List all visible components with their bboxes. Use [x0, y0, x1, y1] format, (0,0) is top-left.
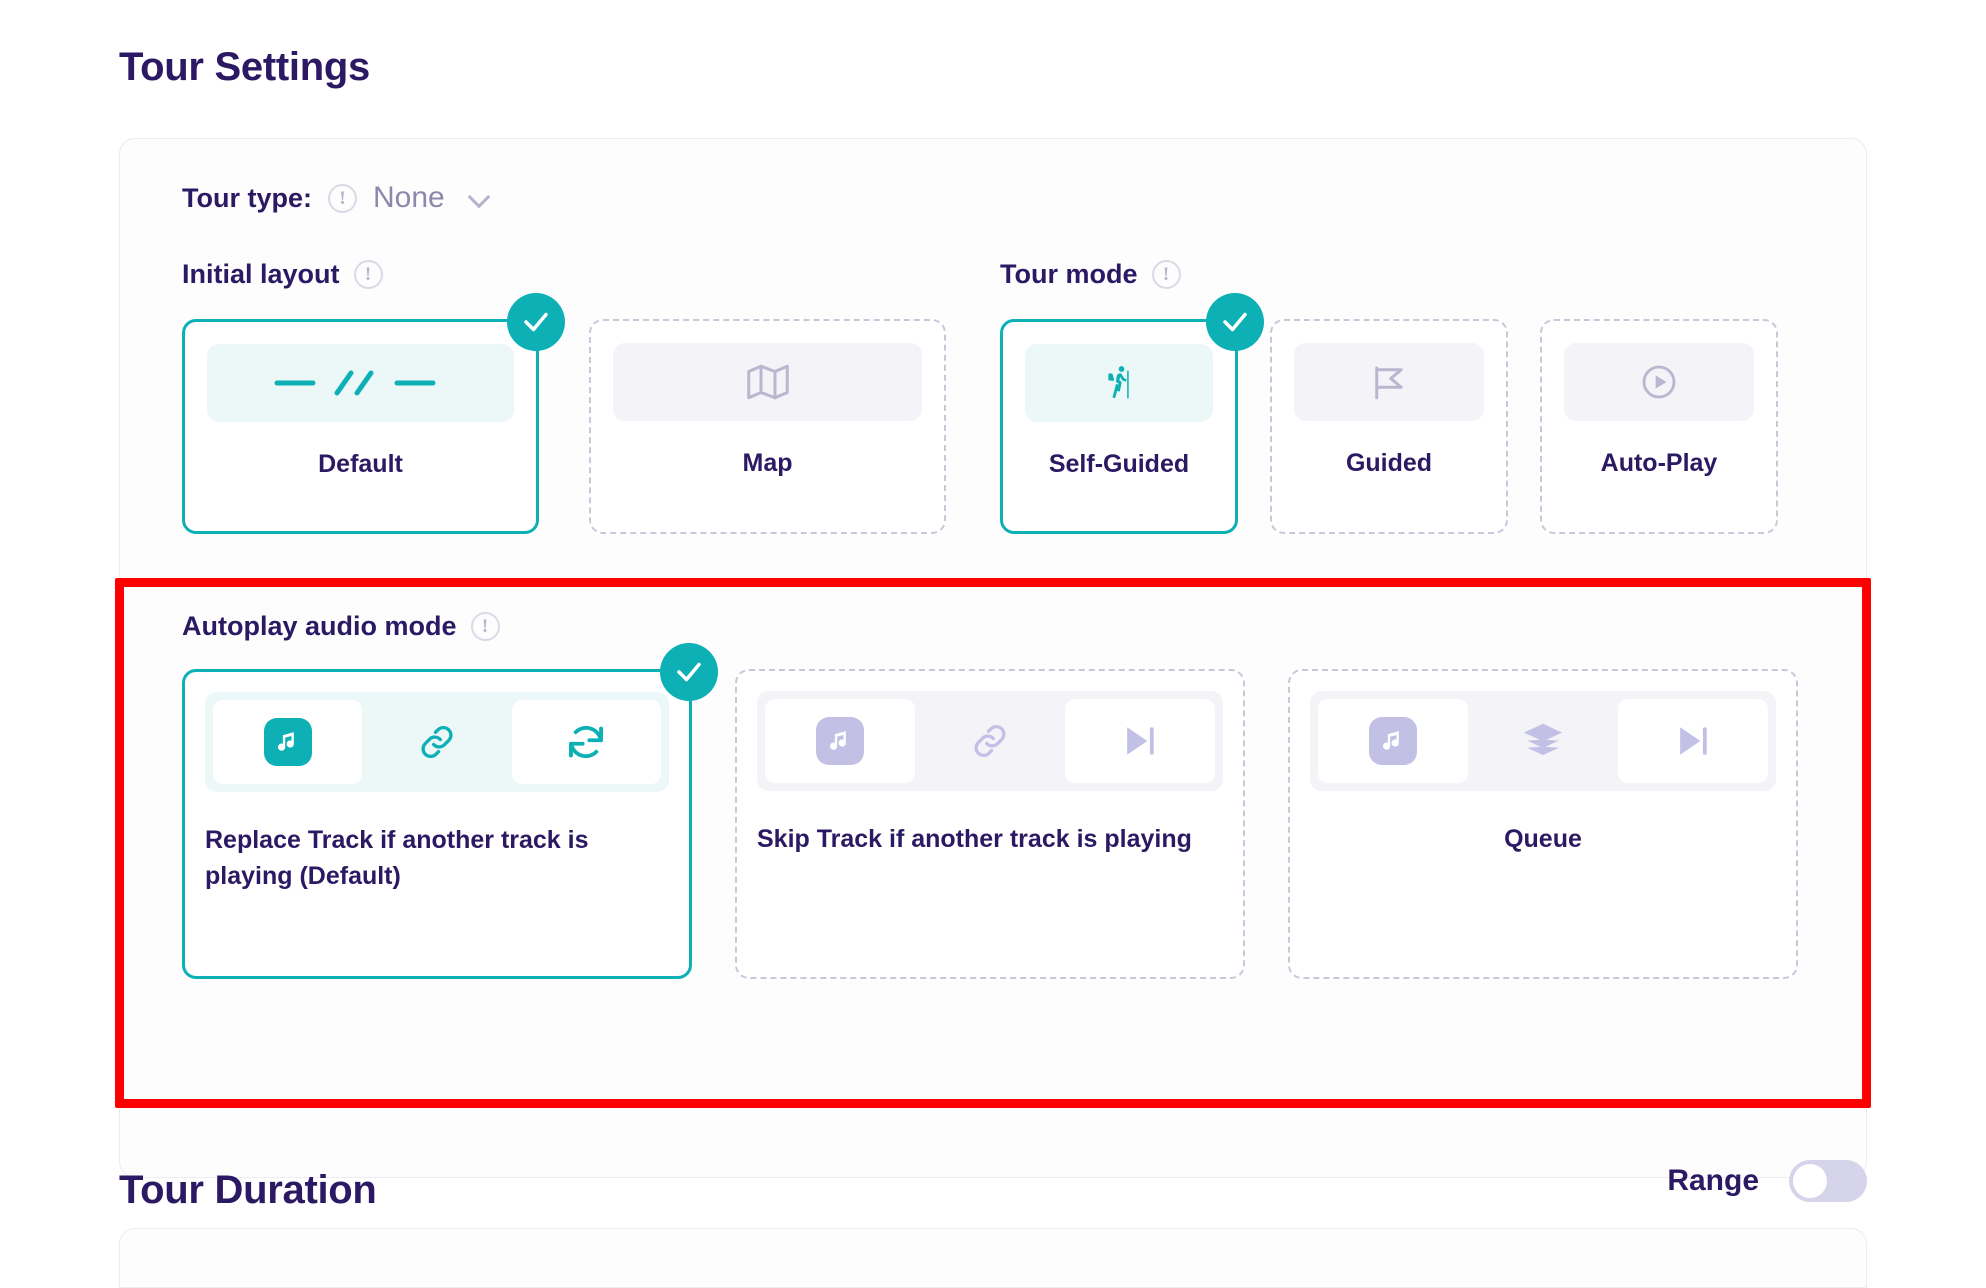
- refresh-icon: [511, 700, 661, 784]
- tour-mode-option-self-guided[interactable]: Self-Guided: [1000, 293, 1264, 534]
- info-icon[interactable]: !: [470, 612, 500, 641]
- layout-option-label: Default: [318, 450, 403, 478]
- range-toggle[interactable]: [1789, 1160, 1867, 1202]
- info-icon[interactable]: !: [328, 183, 357, 213]
- audio-icon-strip: [1310, 691, 1776, 791]
- tour-mode-option-label: Self-Guided: [1048, 450, 1190, 478]
- tour-type-value[interactable]: None: [373, 181, 445, 214]
- music-note-icon: [1318, 699, 1468, 783]
- tour-mode-options: Self-Guided Guided Auto-Play: [1000, 293, 1778, 534]
- audio-mode-option-label: Replace Track if another track is playin…: [205, 826, 589, 891]
- tour-type-label: Tour type:: [182, 182, 312, 213]
- tour-settings-panel: Tour type: ! None Initial layout ! Tour …: [119, 138, 1867, 1178]
- map-icon: [613, 343, 922, 421]
- audio-mode-option-label: Skip Track if another track is playing: [757, 825, 1192, 853]
- tour-mode-option-guided[interactable]: Guided: [1270, 319, 1508, 534]
- tour-mode-label: Tour mode: [1000, 259, 1138, 289]
- check-icon: [1206, 293, 1264, 351]
- toggle-knob: [1793, 1164, 1827, 1198]
- tour-type-row: Tour type: ! None: [182, 181, 491, 215]
- dash-slash-dash-icon: [207, 344, 514, 422]
- hiker-icon: [1025, 344, 1213, 422]
- tour-mode-option-label: Guided: [1345, 449, 1433, 477]
- check-icon: [507, 293, 565, 351]
- chevron-down-icon[interactable]: [469, 187, 491, 209]
- tour-mode-option-label: Auto-Play: [1600, 449, 1718, 477]
- initial-layout-options: Default Map: [182, 293, 946, 534]
- tour-mode-option-auto-play[interactable]: Auto-Play: [1540, 319, 1778, 534]
- check-icon: [660, 643, 718, 701]
- info-icon[interactable]: !: [353, 260, 383, 289]
- audio-icon-strip: [757, 691, 1223, 791]
- info-icon[interactable]: !: [1151, 260, 1181, 289]
- range-toggle-group: Range: [1667, 1160, 1867, 1202]
- tour-duration-title: Tour Duration: [119, 1168, 377, 1212]
- play-circle-icon: [1564, 343, 1754, 421]
- audio-mode-option-replace-track[interactable]: Replace Track if another track is playin…: [182, 643, 718, 979]
- skip-forward-icon: [1065, 699, 1215, 783]
- autoplay-audio-mode-label-group: Autoplay audio mode !: [182, 611, 500, 642]
- autoplay-audio-mode-label: Autoplay audio mode: [182, 611, 457, 641]
- audio-icon-strip: [205, 692, 669, 792]
- initial-layout-label: Initial layout: [182, 259, 340, 289]
- audio-mode-option-skip-track[interactable]: Skip Track if another track is playing: [735, 669, 1245, 979]
- audio-mode-option-label: Queue: [1504, 825, 1582, 853]
- skip-forward-icon: [1618, 699, 1768, 783]
- autoplay-audio-mode-options: Replace Track if another track is playin…: [182, 643, 1798, 979]
- tour-mode-label-group: Tour mode !: [1000, 259, 1181, 290]
- link-icon: [362, 692, 511, 792]
- initial-layout-label-group: Initial layout !: [182, 259, 383, 290]
- audio-mode-option-queue[interactable]: Queue: [1288, 669, 1798, 979]
- music-note-icon: [765, 699, 915, 783]
- link-icon: [915, 691, 1065, 791]
- tour-duration-panel: [119, 1228, 1867, 1288]
- page-title: Tour Settings: [119, 45, 370, 89]
- layers-icon: [1468, 691, 1618, 791]
- layout-option-label: Map: [742, 449, 793, 477]
- layout-option-map[interactable]: Map: [589, 319, 946, 534]
- range-label: Range: [1667, 1164, 1759, 1197]
- music-note-icon: [213, 700, 363, 784]
- layout-option-default[interactable]: Default: [182, 293, 565, 534]
- flag-icon: [1294, 343, 1484, 421]
